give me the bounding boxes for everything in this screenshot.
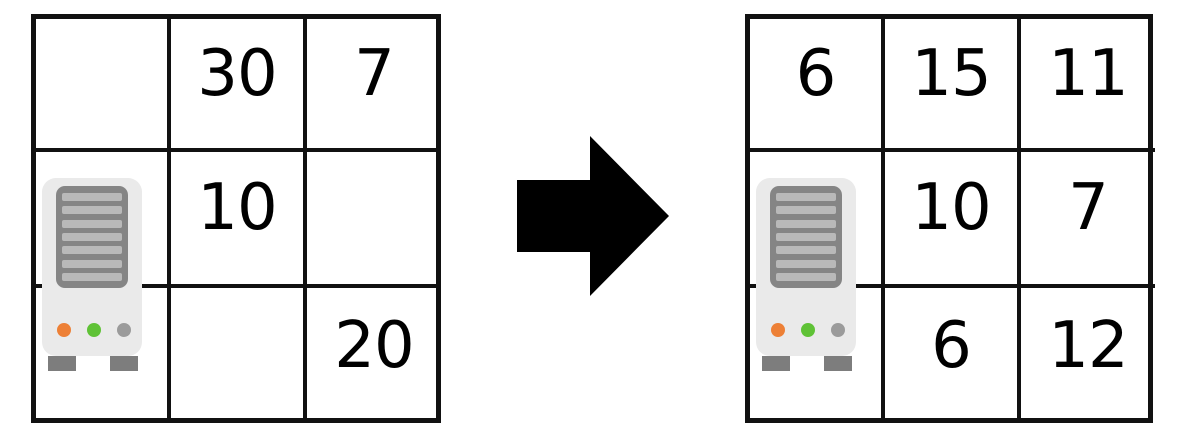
before-cell-2-2[interactable]: 20: [307, 288, 441, 423]
after-cell-0-0[interactable]: 6: [750, 19, 885, 152]
cell-value: 7: [354, 36, 395, 111]
before-cell-1-2[interactable]: [307, 152, 441, 288]
cell-value: 7: [1068, 171, 1109, 245]
cell-value: 15: [911, 36, 991, 111]
before-cell-0-0[interactable]: [36, 19, 171, 152]
after-cell-1-2[interactable]: 7: [1021, 152, 1155, 288]
cell-value: 6: [795, 36, 837, 111]
after-cell-2-0[interactable]: [750, 288, 885, 423]
before-grid: 30 7 10 20: [31, 14, 441, 423]
cell-value: 20: [334, 308, 414, 383]
after-cell-0-2[interactable]: 11: [1021, 19, 1155, 152]
right-arrow-icon: [517, 136, 669, 296]
before-cell-1-0[interactable]: [36, 152, 171, 288]
after-cell-1-0[interactable]: [750, 152, 885, 288]
after-cell-0-1[interactable]: 15: [885, 19, 1021, 152]
cell-value: 6: [931, 308, 972, 383]
before-cell-2-0[interactable]: [36, 288, 171, 423]
cell-value: 11: [1048, 36, 1128, 111]
before-cell-1-1[interactable]: 10: [171, 152, 307, 288]
cell-value: 30: [197, 36, 277, 111]
after-cell-2-2[interactable]: 12: [1021, 288, 1155, 423]
before-cell-0-2[interactable]: 7: [307, 19, 441, 152]
cell-value: 12: [1048, 308, 1128, 383]
before-cell-2-1[interactable]: [171, 288, 307, 423]
after-cell-1-1[interactable]: 10: [885, 152, 1021, 288]
after-cell-2-1[interactable]: 6: [885, 288, 1021, 423]
cell-value: 10: [197, 171, 277, 245]
after-grid: 6 15 11 10 7 6 12: [745, 14, 1155, 423]
before-cell-0-1[interactable]: 30: [171, 19, 307, 152]
cell-value: 10: [911, 171, 991, 245]
